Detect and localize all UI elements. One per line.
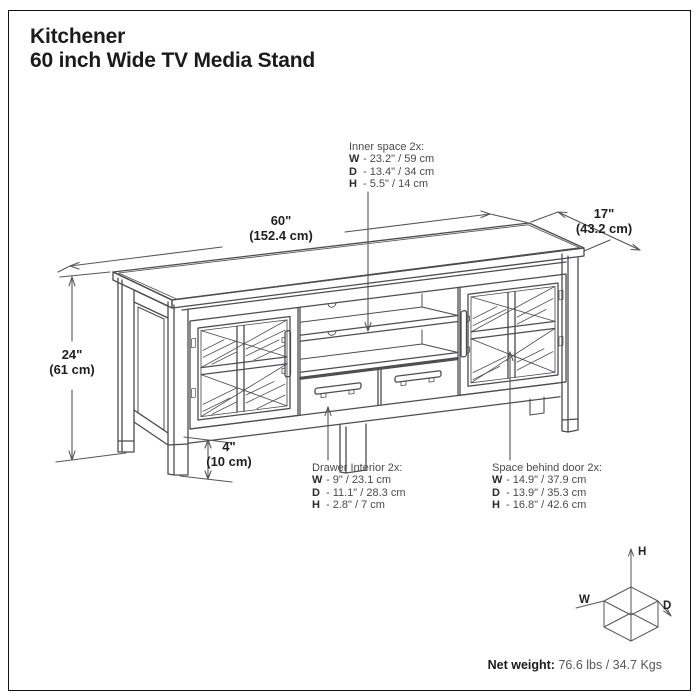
border-frame (8, 10, 691, 691)
dimension-width-label: 60" (152.4 cm) (231, 213, 331, 243)
leader-inner-space (364, 191, 372, 332)
right-door-glass-pattern (470, 285, 556, 384)
dimension-metric: (61 cm) (49, 361, 95, 377)
arrowhead (68, 276, 76, 287)
dim-value: - 23.2" / 59 cm (363, 153, 435, 166)
dimension-inches: 4" (222, 439, 236, 454)
arrowhead (506, 351, 514, 362)
drawer-handle-right (394, 370, 442, 387)
left-door-glass-pattern (200, 319, 288, 418)
net-weight: Net weight: 76.6 lbs / 34.7 Kgs (420, 658, 662, 672)
dim-value: - 2.8" / 7 cm (326, 499, 385, 512)
dimension-height-label: 24" (61 cm) (22, 347, 122, 377)
axis-cube-icon (575, 548, 672, 642)
tv-stand-left-side (133, 289, 169, 446)
product-name: Kitchener (30, 25, 126, 48)
arrowhead (69, 261, 80, 270)
drawers (299, 358, 459, 416)
dim-value: - 14.9" / 37.9 cm (506, 474, 587, 487)
dim-width-line (57, 210, 528, 273)
tv-stand-front (181, 261, 567, 444)
right-door-hinge (558, 290, 564, 347)
annotation-row: D - 11.1" / 28.3 cm (312, 487, 406, 499)
annotation-row: H - 2.8" / 7 cm (312, 499, 406, 511)
left-door-handle (281, 330, 292, 378)
dimension-metric: (10 cm) (206, 453, 252, 469)
left-door-hinge (191, 337, 196, 399)
arrowhead (324, 406, 332, 417)
center-shelves (297, 286, 461, 380)
dimension-leg-clearance-label: 4" (10 cm) (201, 439, 257, 469)
annotation-heading: Space behind door 2x: (492, 462, 603, 474)
dim-height-line (55, 271, 127, 463)
dim-key: W (312, 474, 323, 487)
annotation-space-behind-door: Space behind door 2x: W- 14.9" / 37.9 cm… (492, 462, 602, 512)
annotation-heading: Inner space 2x: (349, 141, 425, 153)
arrowhead (480, 210, 491, 219)
dim-value: - 13.9" / 35.3 cm (506, 486, 587, 499)
cube-h-label: H (638, 546, 647, 558)
dim-key: W (349, 153, 360, 166)
right-door (459, 273, 567, 396)
dim-key: D (349, 165, 357, 178)
net-weight-label: Net weight: (487, 658, 555, 672)
dim-value: - 9" / 23.1 cm (326, 474, 392, 487)
product-subtitle: 60 inch Wide TV Media Stand (30, 49, 315, 72)
drawer-handle-left (314, 382, 362, 399)
left-door (189, 306, 299, 430)
arrowhead (557, 211, 568, 219)
dim-key: H (492, 499, 500, 512)
dim-value: - 5.5" / 14 cm (363, 178, 429, 191)
leader-drawer-interior (324, 406, 332, 461)
arrowhead (630, 243, 641, 251)
arrowhead (204, 470, 212, 480)
dimension-metric: (43.2 cm) (575, 220, 633, 236)
dimension-inches: 24" (61, 347, 83, 362)
annotation-row: W- 23.2" / 59 cm (349, 153, 434, 165)
tv-stand-legs (117, 253, 579, 476)
annotation-row: W- 9" / 23.1 cm (312, 474, 406, 486)
dim-value: - 16.8" / 42.6 cm (506, 499, 587, 512)
cable-notch (327, 302, 337, 336)
net-weight-value: 76.6 lbs / 34.7 Kgs (558, 658, 662, 672)
annotation-row: H - 5.5" / 14 cm (349, 178, 434, 190)
dimension-depth-label: 17" (43.2 cm) (554, 206, 654, 236)
annotation-row: D - 13.9" / 35.3 cm (492, 487, 602, 499)
arrowhead (68, 450, 76, 461)
dim-key: H (349, 178, 357, 191)
cube-w-label: W (579, 594, 590, 606)
annotation-inner-space: Inner space 2x: W- 23.2" / 59 cm D - 13.4… (349, 141, 434, 191)
tv-stand-drawing (112, 222, 585, 476)
dim-leg-clearance-line (179, 436, 233, 483)
page-title: Kitchener 60 inch Wide TV Media Stand (30, 25, 315, 73)
leader-space-behind-door (506, 351, 514, 461)
dim-key: W (492, 474, 503, 487)
dim-value: - 13.4" / 34 cm (363, 165, 435, 178)
cube-d-label: D (663, 600, 672, 612)
dimension-metric: (152.4 cm) (249, 227, 313, 243)
dim-key: D (312, 486, 320, 499)
dimension-inches: 60" (270, 213, 292, 228)
annotation-drawer-interior: Drawer Interior 2x: W- 9" / 23.1 cm D - 1… (312, 462, 406, 512)
arrowhead (364, 321, 372, 332)
tv-stand-top (112, 222, 585, 309)
right-door-handle (460, 310, 470, 358)
dim-key: D (492, 486, 500, 499)
arrowhead (628, 548, 634, 557)
annotation-heading: Drawer Interior 2x: (312, 462, 403, 474)
d-axis-line (657, 600, 672, 617)
w-axis-line (575, 600, 605, 609)
annotation-row: W- 14.9" / 37.9 cm (492, 474, 602, 486)
dim-depth-line (530, 211, 641, 252)
annotation-row: D - 13.4" / 34 cm (349, 166, 434, 178)
arrowhead (663, 608, 672, 617)
dimension-inches: 17" (593, 206, 615, 221)
dim-value: - 11.1" / 28.3 cm (326, 486, 406, 499)
arrowhead (204, 439, 212, 449)
dim-key: H (312, 499, 320, 512)
annotation-row: H - 16.8" / 42.6 cm (492, 499, 602, 511)
